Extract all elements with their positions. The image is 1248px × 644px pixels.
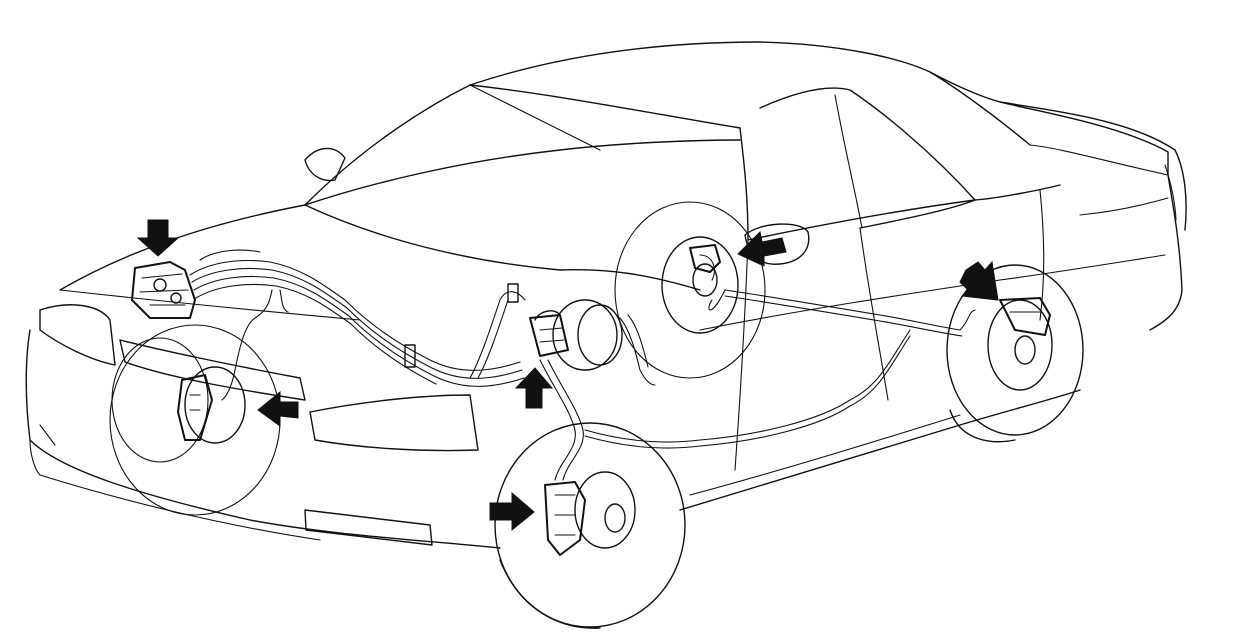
arrow-master-cylinder: [514, 367, 554, 409]
wheels: [109, 201, 1084, 629]
front-left-wheel: [109, 324, 281, 516]
abs-modulator: [131, 261, 196, 319]
master-cylinder: [529, 299, 623, 371]
arrow-rear-left-brake: [737, 230, 787, 267]
rear-left-wheel: [614, 201, 766, 379]
arrow-abs-modulator: [136, 219, 180, 257]
front-left-brake: [177, 366, 246, 444]
arrow-front-right-brake: [489, 491, 535, 532]
rear-right-wheel: [946, 264, 1084, 436]
front-right-brake: [544, 471, 636, 556]
rear-left-brake: [661, 236, 739, 334]
rear-right-brake: [987, 297, 1053, 391]
arrow-front-left-brake: [257, 390, 299, 427]
callout-arrows: [136, 219, 999, 532]
front-right-wheel: [494, 422, 686, 628]
arrow-rear-right-brake: [959, 260, 999, 301]
brake-lines: [189, 249, 976, 481]
